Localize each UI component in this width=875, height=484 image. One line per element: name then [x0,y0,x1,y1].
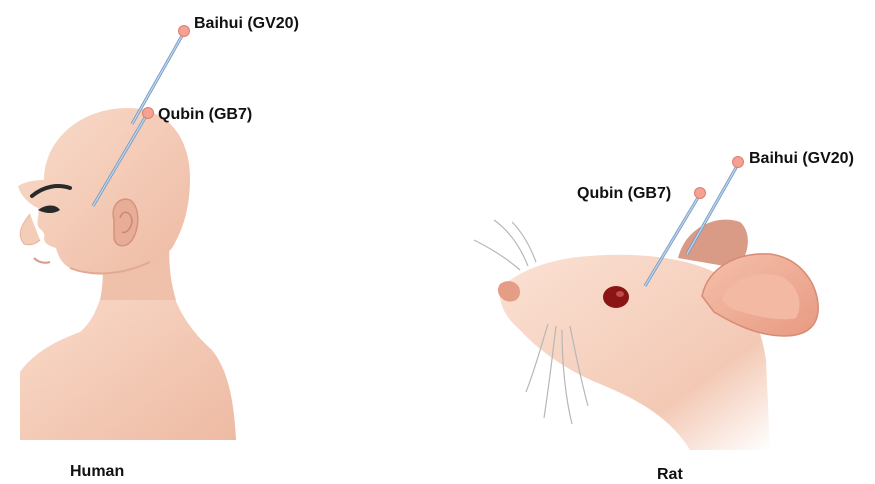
needle-icon [733,157,744,168]
rat-label-qubin: Qubin (GB7) [577,185,671,202]
human-shoulders [20,282,236,440]
needle-icon [143,108,154,119]
needle-icon [695,188,706,199]
rat-label-baihui: Baihui (GV20) [749,150,854,167]
human-illustration: Baihui (GV20) Qubin (GB7) Human [18,15,299,480]
rat-eye-highlight [616,291,624,297]
human-caption: Human [70,463,124,480]
human-head [18,108,190,275]
rat-eye [603,286,629,308]
needle-icon [179,26,190,37]
rat-caption: Rat [657,466,683,483]
human-label-baihui: Baihui (GV20) [194,15,299,32]
human-lips [34,258,50,263]
rat-illustration: Baihui (GV20) Qubin (GB7) Rat [474,150,854,483]
human-nose [20,214,40,245]
human-label-qubin: Qubin (GB7) [158,106,252,123]
